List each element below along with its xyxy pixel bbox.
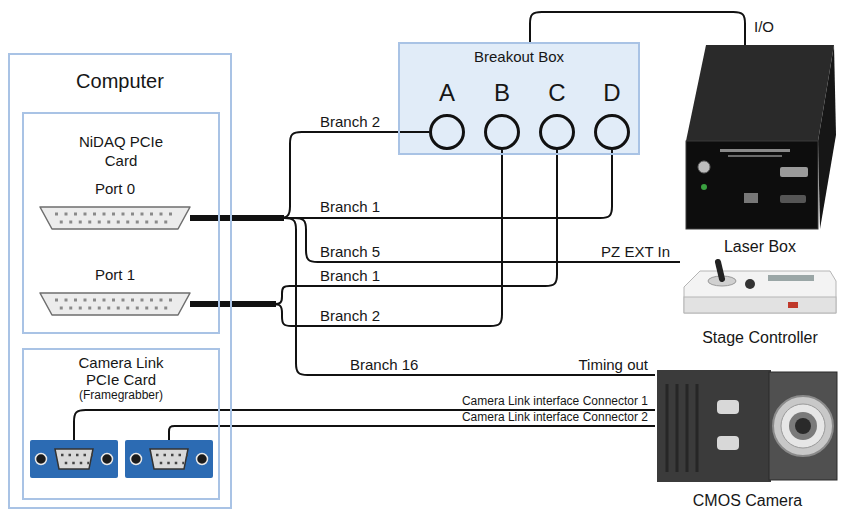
terminal-circle [429,114,465,150]
pcie-card-box: Camera Link PCIe Card(Framegrabber) [22,348,220,500]
db9-connector [30,440,118,478]
branch-label: Branch 16 [348,356,420,373]
branch-label: Camera Link interface Connector 1 [460,395,650,407]
cmos-camera: CMOS Camera [655,364,840,510]
node-title: Port 1 [95,266,135,284]
signal-name: PZ EXT In [599,243,672,260]
node-title: CMOS Camera [693,491,802,510]
laser-box-illustration [686,45,836,229]
computer-box: Port 0 Port 1 NiDAQ PCIe CardCamera Link P… [8,53,232,509]
cable-connector [192,218,680,262]
node-title: A [439,78,455,108]
cable-connector [192,132,429,218]
breakout-terminal: D [594,78,630,150]
node-title: Laser Box [724,237,796,256]
cable-connector [169,426,655,440]
breakout-terminal: C [539,78,575,150]
cable-connector [192,150,502,326]
node-title: Breakout Box [474,48,564,66]
port-connector: Port 0 [38,180,192,230]
breakout-fill [400,44,638,153]
branch-label: Branch 1 [318,267,382,284]
db9-connector [125,440,213,478]
stage-controller-illustration [684,262,836,313]
branch-label: Branch 5 [318,243,382,260]
terminal-ring [486,116,519,149]
cmos-camera-illustration [657,370,837,482]
stage-controller: Stage Controller [680,257,840,347]
node-subtitle: (Framegrabber) [79,388,163,402]
node-title: Computer [76,69,164,93]
terminal-circle [594,114,630,150]
cable-connector [192,218,655,375]
port-connector: Port 1 [38,266,192,316]
terminal-circle [539,114,575,150]
node-title: D [603,78,620,108]
branch-label: Branch 2 [318,113,382,130]
breakout-box: A B C D Breakout Box [398,42,640,155]
branch-label: Camera Link interface Connector 2 [460,411,650,423]
node-title: NiDAQ PCIe Card [71,132,171,170]
pcie-card-box: Port 0 Port 1 NiDAQ PCIe Card [22,112,220,334]
branch-label: Branch 1 [318,198,382,215]
laser-box: Laser Box [680,45,840,256]
node-title: B [494,78,510,108]
branch-label: I/O [752,18,776,35]
terminal-ring [596,116,629,149]
breakout-terminal: A [429,78,465,150]
cable-connector [74,410,655,440]
terminal-ring [541,116,574,149]
node-title: C [548,78,565,108]
db25-connector [40,293,190,315]
cable-connector [530,12,745,45]
branch-label: Branch 2 [318,307,382,324]
db25-connector [40,207,190,229]
node-title: Camera Link PCIe Card [66,354,176,388]
node-title: Stage Controller [702,328,818,347]
signal-name: Timing out [577,356,650,373]
breakout-terminal: B [484,78,520,150]
terminal-circle [484,114,520,150]
terminal-ring [431,116,464,149]
cable-connector [192,150,612,218]
node-title: Port 0 [95,180,135,198]
